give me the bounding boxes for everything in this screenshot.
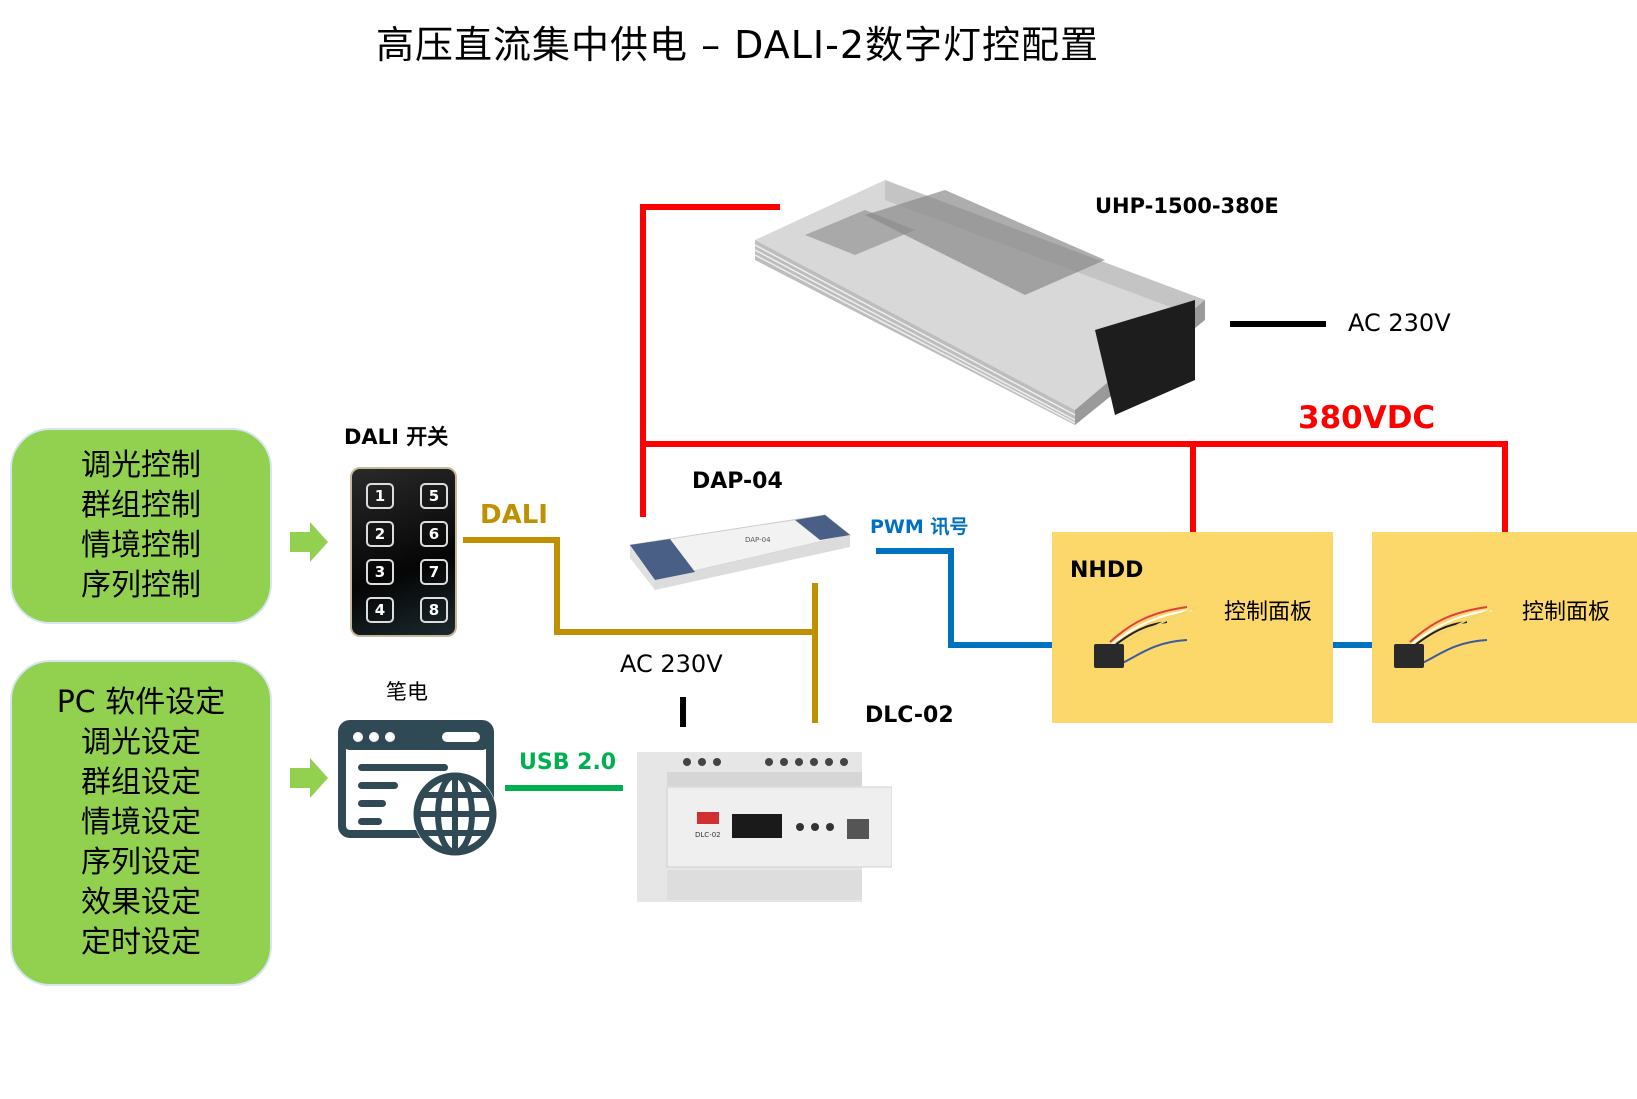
pwm-signal-line [948, 548, 954, 648]
usb-connection-line [505, 785, 623, 791]
control-item: 调光控制 [81, 448, 201, 483]
nhdd-module-image [1092, 602, 1202, 672]
control-item: 群组控制 [81, 488, 201, 523]
software-item: 效果设定 [81, 885, 201, 920]
usb-label: USB 2.0 [519, 750, 617, 775]
software-item: PC 软件设定 [56, 685, 226, 720]
web-browser-globe-icon [338, 720, 508, 860]
pwm-signal-line [876, 548, 954, 554]
control-item: 序列控制 [81, 568, 201, 603]
software-item: 群组设定 [81, 765, 201, 800]
dlc-controller-image: DLC-02 [637, 752, 892, 902]
pwm-signal-line [1333, 642, 1372, 648]
dali-switch-panel: 1 2 3 4 5 6 7 8 [350, 467, 457, 637]
pwm-signal-label: PWM 讯号 [870, 516, 969, 538]
dc-bus-line [1502, 441, 1508, 532]
software-item: 调光设定 [81, 725, 201, 760]
switch-button[interactable]: 3 [366, 559, 394, 585]
dc-bus-line [640, 204, 780, 210]
uhp-power-supply-image [755, 180, 1215, 425]
dali-bus-line [554, 629, 818, 635]
switch-button[interactable]: 8 [420, 597, 448, 623]
arrow-right-icon [290, 758, 330, 798]
page-title: 高压直流集中供电 – DALI-2数字灯控配置 [376, 23, 1100, 67]
control-panel-label: 控制面板 [1224, 600, 1313, 625]
software-item: 序列设定 [81, 845, 201, 880]
ac-input-label: AC 230V [1348, 309, 1451, 337]
laptop-label: 笔电 [386, 680, 428, 704]
dap-sticker-text: DAP-04 [745, 536, 771, 544]
dc-bus-line [640, 204, 646, 517]
nhdd-module-image [1392, 602, 1502, 672]
dlc-ac-input-label: AC 230V [620, 650, 723, 678]
control-item: 情境控制 [81, 528, 201, 563]
dlc-label: DLC-02 [865, 703, 954, 728]
switch-button[interactable]: 4 [366, 597, 394, 623]
switch-button[interactable]: 2 [366, 521, 394, 547]
dc-voltage-label: 380VDC [1298, 400, 1436, 436]
uhp-label: UHP-1500-380E [1095, 194, 1279, 218]
arrow-right-icon [290, 522, 330, 562]
dc-bus-line [1190, 441, 1196, 532]
nhdd-driver-box: 控制面板 [1372, 532, 1637, 723]
switch-button[interactable]: 1 [366, 483, 394, 509]
dali-switch-label: DALI 开关 [344, 425, 449, 449]
software-item: 定时设定 [81, 925, 201, 960]
control-functions-box: 调光控制 群组控制 情境控制 序列控制 [10, 428, 272, 624]
control-panel-label: 控制面板 [1522, 600, 1611, 625]
ac-input-line [1230, 321, 1326, 327]
switch-button[interactable]: 7 [420, 559, 448, 585]
nhdd-driver-box: NHDD 控制面板 [1052, 532, 1333, 723]
software-settings-box: PC 软件设定 调光设定 群组设定 情境设定 序列设定 效果设定 定时设定 [10, 660, 272, 986]
pwm-signal-line [948, 642, 1052, 648]
dc-bus-line [640, 441, 1508, 447]
dap-label: DAP-04 [692, 469, 783, 494]
dali-bus-line [812, 583, 818, 723]
switch-button[interactable]: 6 [420, 521, 448, 547]
dlc-ac-input-line [680, 697, 686, 727]
dlc-sticker-text: DLC-02 [695, 831, 721, 839]
nhdd-title: NHDD [1070, 558, 1144, 583]
dali-bus-line [463, 537, 560, 543]
software-item: 情境设定 [81, 805, 201, 840]
dali-bus-label: DALI [480, 500, 548, 530]
switch-button[interactable]: 5 [420, 483, 448, 509]
dali-bus-line [554, 537, 560, 635]
dap-device-image: DAP-04 [625, 510, 855, 595]
